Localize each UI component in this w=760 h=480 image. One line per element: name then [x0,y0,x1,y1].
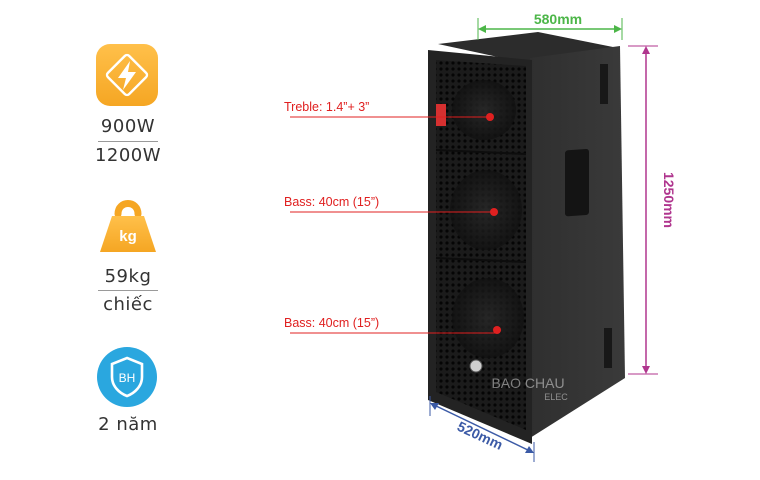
treble-horn [452,80,516,140]
treble-callout: Treble: 1.4”+ 3” [284,100,370,114]
weight-value: 59kg [104,266,152,287]
height-label: 1250mm [661,172,677,228]
side-handle [565,149,589,217]
power-badge [96,44,158,106]
bass-callout-1: Bass: 40cm (15”) [284,195,380,209]
brand-logo-icon [469,359,483,373]
shield-label: BH [119,371,136,385]
cabinet-side [530,46,625,438]
kettlebell-label: kg [119,228,137,245]
side-slot [600,64,608,104]
bass-callout-2: Bass: 40cm (15”) [284,316,380,330]
watermark-line1: BAO CHAU [491,375,564,391]
divider [98,290,158,291]
side-slot [604,328,612,368]
shield-warranty-icon: BH [97,347,157,407]
power-secondary: 1200W [94,145,162,166]
warranty-value: 2 năm [98,414,158,435]
lightning-bolt-icon [105,53,149,97]
divider [98,141,158,142]
power-primary: 900W [100,116,156,137]
weight-unit: chiếc [103,294,153,315]
bass-driver-2 [452,278,524,358]
bass-driver-1 [450,170,522,250]
red-tag [436,104,446,126]
width-label: 580mm [534,11,582,27]
watermark-line2: ELEC [544,392,568,402]
kettlebell-weight-icon: kg [100,200,156,252]
